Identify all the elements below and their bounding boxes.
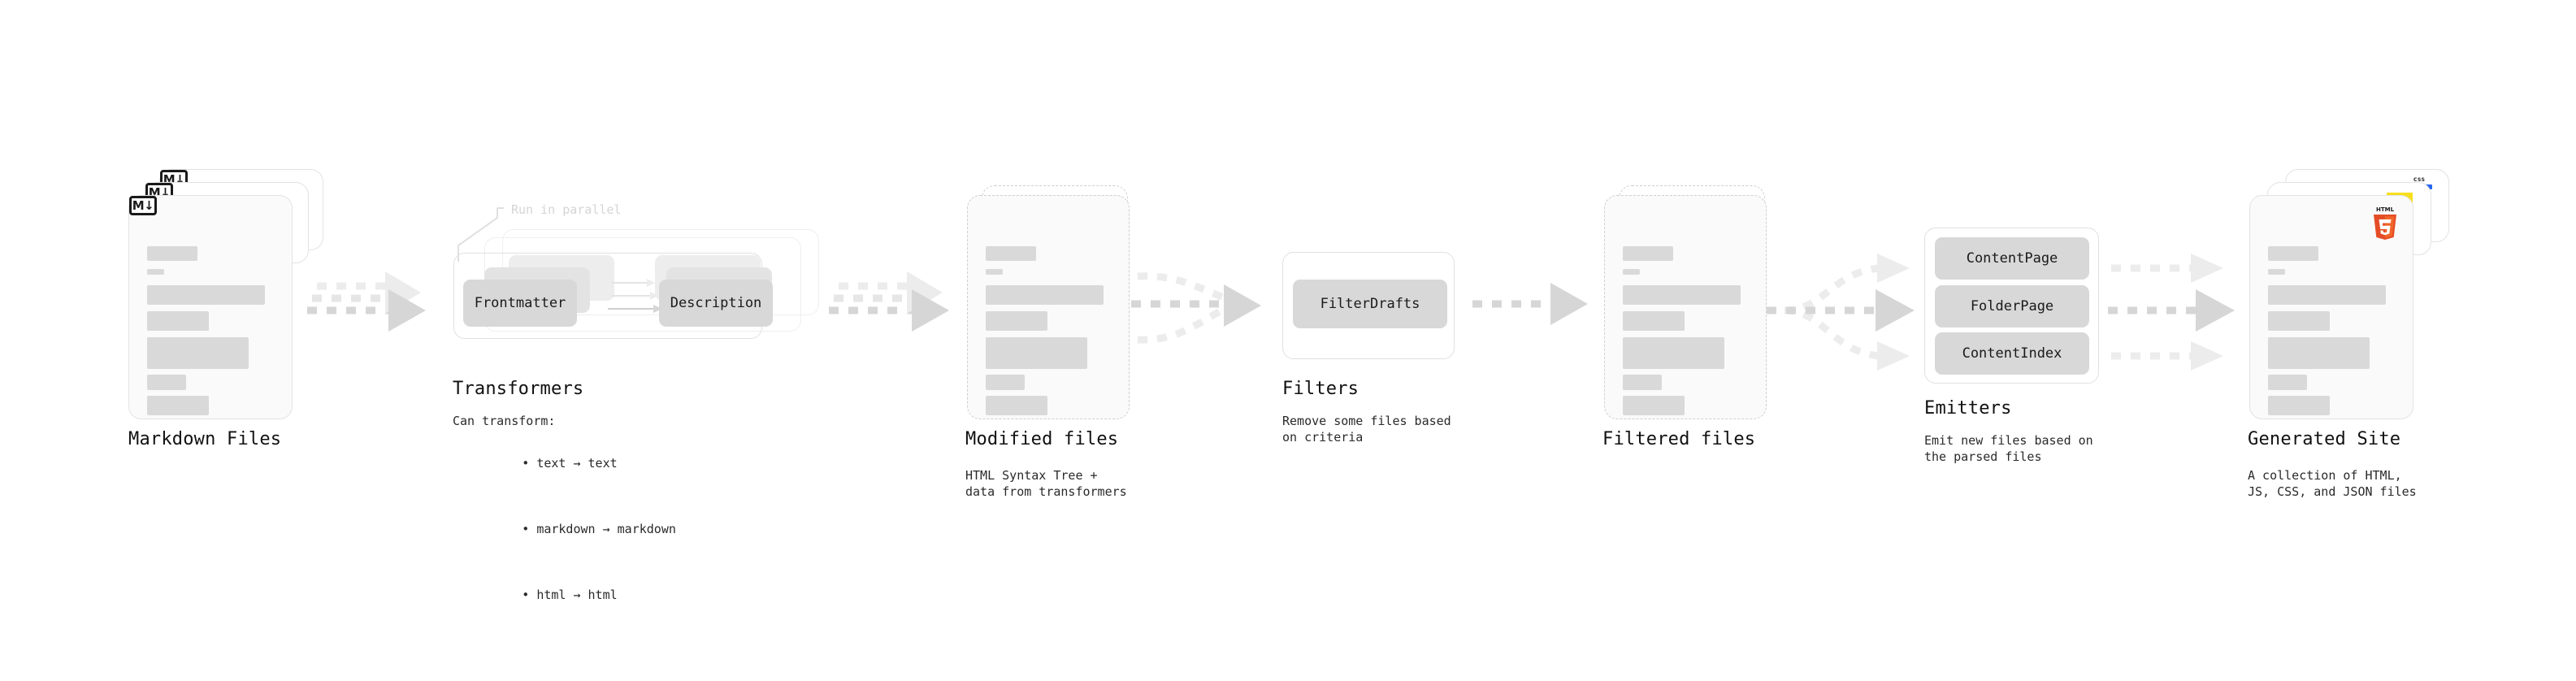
filter-chip-filterdrafts[interactable]: FilterDrafts [1293, 280, 1447, 328]
placeholder-text-lines [1605, 196, 1766, 419]
placeholder-text-lines [2250, 196, 2413, 419]
stage-title-filtered-files: Filtered files [1602, 429, 1756, 449]
emitter-chip-folderpage[interactable]: FolderPage [1935, 285, 2089, 327]
transformer-bullet-item: • text → text [522, 456, 618, 471]
placeholder-text-lines [968, 196, 1129, 419]
arrow-filtered-to-emitters [1767, 254, 1915, 371]
modified-file-card-front [967, 195, 1130, 419]
svg-text:HTML: HTML [2376, 206, 2395, 213]
arrow-emitters-to-site [2108, 254, 2235, 371]
emitter-chip-contentpage-label: ContentPage [1966, 250, 2058, 267]
stage-desc-modified-files: HTML Syntax Tree + data from transformer… [965, 468, 1127, 499]
markdown-file-card-front: M↓ [128, 195, 293, 419]
placeholder-text-lines [129, 196, 292, 419]
transformer-chip-frontmatter-label: Frontmatter [474, 295, 566, 311]
emitter-chip-contentpage[interactable]: ContentPage [1935, 237, 2089, 280]
stage-title-generated-site: Generated Site [2248, 429, 2401, 449]
filtered-file-card-front [1604, 195, 1767, 419]
transformer-chip-description-label: Description [670, 295, 762, 311]
stage-title-emitters: Emitters [1924, 398, 2012, 419]
transformer-bullet-item: • html → html [522, 588, 618, 602]
html5-shield-icon: HTML [2374, 206, 2396, 240]
run-in-parallel-label: Run in parallel [511, 202, 622, 217]
transformer-chip-frontmatter[interactable]: Frontmatter [463, 280, 577, 327]
arrow-transformers-to-modified [829, 271, 949, 332]
stage-desc-generated-site: A collection of HTML, JS, CSS, and JSON … [2248, 468, 2417, 499]
site-file-card-html: HTML [2249, 195, 2413, 419]
html5-icon: HTML [2370, 204, 2400, 243]
transformer-bullet-list: • text → text • markdown → markdown • ht… [463, 431, 676, 628]
emitter-chip-contentindex-label: ContentIndex [1962, 345, 2062, 362]
transformer-chip-description[interactable]: Description [659, 280, 773, 327]
arrow-markdown-to-transformers [307, 271, 426, 332]
transformer-bullet-item: • markdown → markdown [522, 522, 676, 536]
stage-desc-transformers: Can transform: [453, 414, 556, 428]
emitter-chip-contentindex[interactable]: ContentIndex [1935, 332, 2089, 375]
stage-title-transformers: Transformers [453, 379, 584, 399]
stage-desc-emitters: Emit new files based on the parsed files [1924, 433, 2093, 464]
arrow-modified-to-filters [1131, 272, 1261, 344]
markdown-icon: M↓ [129, 196, 157, 215]
emitter-chip-folderpage-label: FolderPage [1970, 298, 2054, 314]
stage-title-filters: Filters [1282, 379, 1360, 399]
stage-title-markdown-files: Markdown Files [128, 429, 282, 449]
transformer-inner-arrows [608, 279, 662, 313]
filter-chip-filterdrafts-label: FilterDrafts [1320, 296, 1420, 312]
stage-desc-filters: Remove some files based on criteria [1282, 414, 1451, 445]
arrow-filters-to-filtered [1472, 283, 1588, 325]
stage-title-modified-files: Modified files [965, 429, 1119, 449]
